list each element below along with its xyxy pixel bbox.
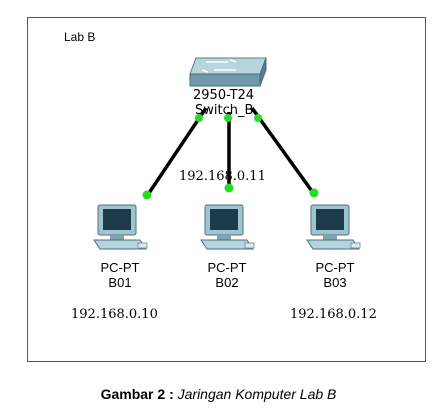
port-indicator (309, 188, 319, 198)
port-indicator (195, 114, 203, 122)
pc-b03-name: B03 (323, 275, 347, 290)
pc-icon[interactable] (306, 204, 361, 250)
pc-b01-type: PC-PT (100, 260, 140, 275)
link-b03 (250, 106, 316, 196)
pc-b01-label: PC-PT B01 (90, 260, 150, 290)
figure-caption: Gambar 2 : Jaringan Komputer Lab B (0, 386, 437, 402)
link-b01 (145, 107, 208, 197)
pc-b02-label: PC-PT B02 (197, 260, 257, 290)
caption-text: Jaringan Komputer Lab B (177, 386, 337, 402)
pc-b03-label: PC-PT B03 (305, 260, 365, 290)
pc-b03-type: PC-PT (315, 260, 355, 275)
lab-title: Lab B (64, 30, 96, 44)
port-indicator (224, 114, 232, 122)
caption-prefix: Gambar 2 : (100, 386, 174, 402)
pc-b01-name: B01 (108, 275, 132, 290)
pc-b02-name: B02 (215, 275, 239, 290)
pc-icon[interactable] (93, 204, 148, 250)
port-indicator (254, 114, 262, 122)
port-indicator (224, 183, 234, 193)
pc-icon[interactable] (200, 204, 255, 250)
pc-b02-ip: 192.168.0.11 (179, 169, 266, 184)
pc-b01-ip: 192.168.0.10 (71, 307, 158, 322)
switch-model-label: 2950-T24 (193, 88, 255, 103)
pc-b03-ip: 192.168.0.12 (290, 307, 377, 322)
port-indicator (142, 190, 152, 200)
switch-icon[interactable] (189, 57, 267, 87)
switch-name-label: Switch_B (195, 103, 254, 118)
pc-b02-type: PC-PT (207, 260, 247, 275)
